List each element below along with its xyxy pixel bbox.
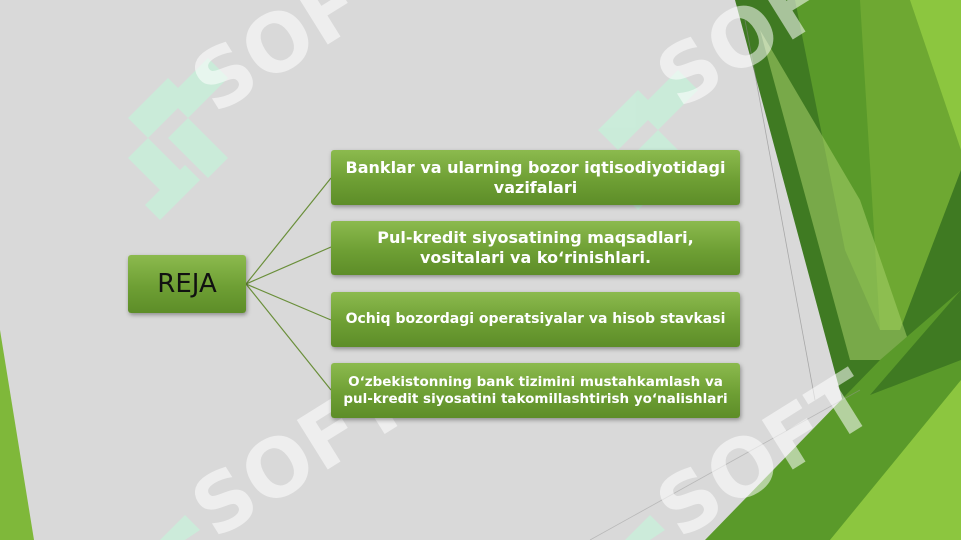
plan-item-2-line2: vositalari va koʻrinishlari. (419, 248, 652, 267)
plan-item-1-line1: Banklar va ularning bozor iqtisodiyotida… (345, 157, 726, 177)
plan-item-3: Ochiq bozordagi operatsiyalar va hisob s… (331, 292, 740, 347)
root-node-reja: REJA (128, 255, 246, 313)
connector-line (245, 283, 332, 321)
connector-line (245, 283, 332, 391)
right-green-facet (860, 0, 961, 330)
plan-item-3-line1: Ochiq bozordagi operatsiyalar va hisob s… (345, 310, 726, 327)
plan-item-2: Pul-kredit siyosatining maqsadlari, vosi… (331, 221, 740, 275)
right-pale-facet (760, 30, 915, 360)
svg-text:SOF: SOF (176, 0, 378, 131)
thin-line (744, 19, 816, 401)
bottom-right-light-facet (830, 380, 961, 540)
plan-item-2-line1: Pul-kredit siyosatining maqsadlari, (377, 228, 694, 247)
connector-lines (245, 177, 332, 391)
watermark-logo-icon (128, 58, 228, 220)
connector-line (245, 177, 332, 285)
connector-line (245, 246, 332, 285)
bottom-right-dark-facet (870, 290, 961, 395)
root-label: REJA (157, 268, 217, 299)
right-light-green-facet (910, 0, 961, 150)
plan-item-4: Oʻzbekistonning bank tizimini mustahkaml… (331, 363, 740, 418)
left-green-strip (0, 330, 34, 540)
plan-item-1-line2: vazifalari (493, 177, 578, 197)
thin-line (589, 389, 861, 540)
plan-item-4-line2: pul-kredit siyosatini takomillashtirish … (343, 390, 728, 407)
plan-item-1: Banklar va ularning bozor iqtisodiyotida… (331, 150, 740, 205)
plan-item-4-line1: Oʻzbekistonning bank tizimini mustahkaml… (348, 373, 723, 390)
watermark-logo-icon (160, 515, 665, 540)
